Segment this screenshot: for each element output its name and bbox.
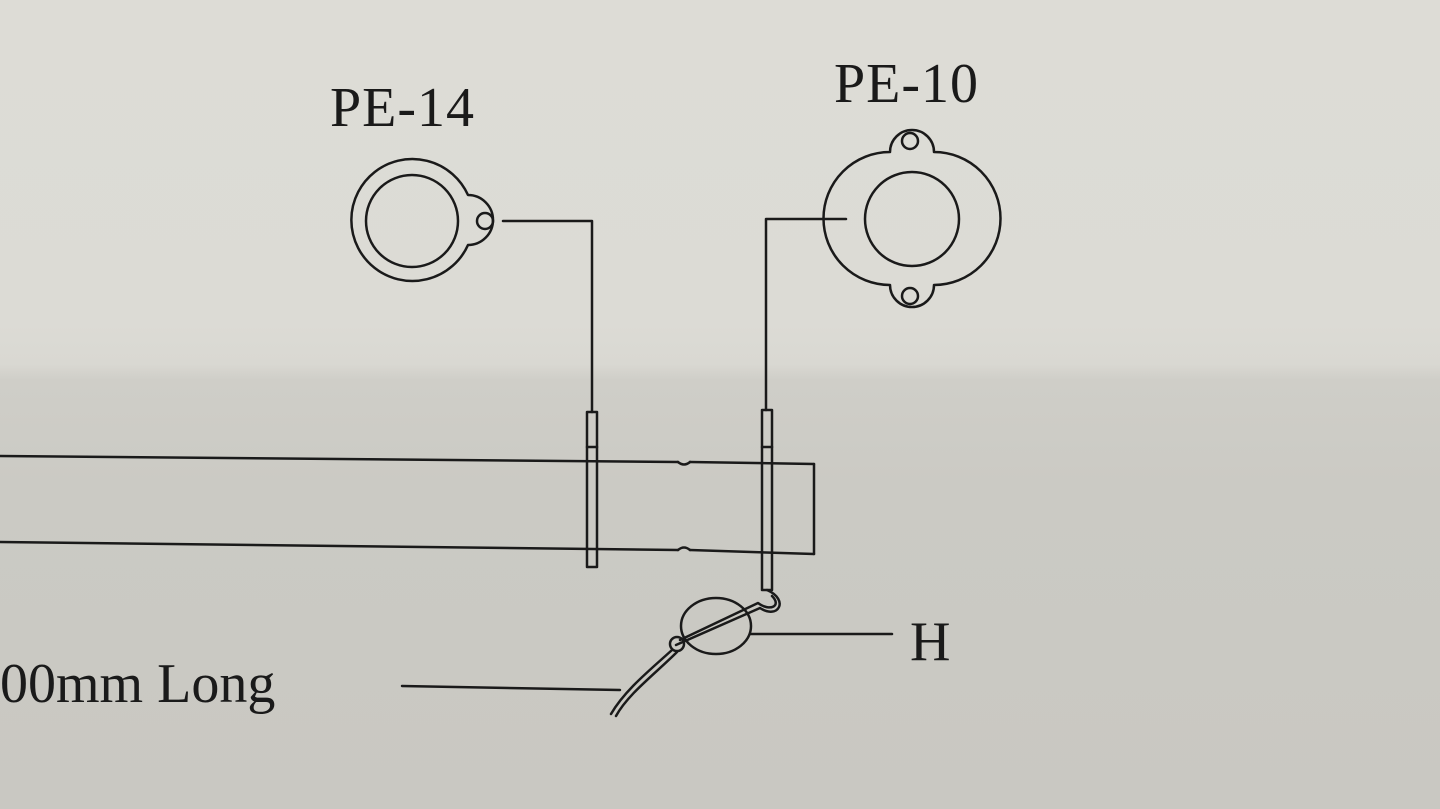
label-h: H	[910, 611, 951, 673]
label-pe10: PE-10	[834, 53, 979, 115]
label-length-note: 00mm Long	[0, 653, 276, 715]
pe10-leader-line	[764, 217, 848, 412]
hook-h-assembly	[609, 588, 781, 718]
pe10-strip	[760, 408, 774, 592]
pe14-leader-line	[501, 219, 594, 414]
rod-body	[0, 454, 816, 556]
pe14-strip	[585, 410, 599, 569]
pe10-eyelet-drawing	[822, 128, 1002, 309]
label-pe14: PE-14	[330, 77, 475, 139]
length-leader-line	[400, 684, 622, 692]
pe14-eyelet-drawing	[350, 157, 495, 283]
